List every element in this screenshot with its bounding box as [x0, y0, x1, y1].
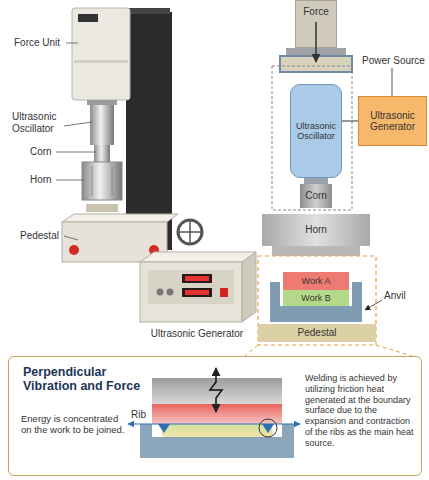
- part-label: Power Source: [358, 55, 429, 67]
- handwheel: [178, 220, 202, 244]
- part-label: Corn: [30, 146, 70, 158]
- rib-triangle: [262, 424, 274, 433]
- force-column: Force: [295, 0, 337, 48]
- horn-tip: [152, 378, 282, 404]
- generator-panel: [148, 270, 234, 304]
- clamp-bracket: [280, 56, 352, 72]
- rib-triangle: [158, 424, 170, 433]
- node-text: Work B: [301, 293, 330, 303]
- display-window: [182, 274, 212, 283]
- zoom-line: [376, 345, 412, 356]
- brand-badge: [78, 14, 98, 22]
- panel-knob: [157, 289, 164, 296]
- part-label: Horn: [30, 174, 70, 186]
- work-a-block: Work A: [283, 272, 349, 290]
- horn-slot: [112, 166, 113, 196]
- display-window: [182, 288, 212, 297]
- horn-part: [82, 162, 122, 200]
- detail-panel: Perpendicular Vibration and ForceEnergy …: [8, 356, 422, 476]
- leader-line: [64, 122, 92, 126]
- leader-line: [66, 43, 78, 44]
- vibration-line: [128, 423, 300, 424]
- leader-arrow: [365, 300, 382, 310]
- horn-slot: [92, 166, 93, 196]
- zoom-line: [245, 345, 258, 356]
- start-button: [69, 245, 79, 255]
- node-text: Ultrasonic Generator: [359, 110, 426, 132]
- oscillator-enclosure: [272, 66, 352, 210]
- work-b-piece: [162, 424, 272, 437]
- detail-frame: [258, 256, 376, 345]
- column-cap: [128, 8, 170, 14]
- leader-line: [64, 236, 78, 240]
- oscillator-body: Ultrasonic Oscillator: [290, 84, 342, 178]
- display-digits: [185, 290, 209, 295]
- anvil-piece: [140, 424, 294, 458]
- node-text: Horn: [305, 224, 327, 235]
- part-label: Pedestal: [20, 230, 70, 242]
- panel-knob: [167, 289, 174, 296]
- note-text: Energy is concentrated on the work to be…: [21, 413, 126, 436]
- work-b-block: Work B: [283, 290, 349, 306]
- part-label: Ultrasonic Oscillator: [12, 111, 72, 134]
- force-plate: [286, 48, 346, 56]
- node-text: Force: [303, 6, 329, 17]
- handwheel-spoke: [189, 220, 191, 244]
- part-label: Force Unit: [14, 37, 76, 49]
- leader-line: [56, 152, 96, 153]
- oscillator-collar: [87, 100, 117, 105]
- vibration-arrow: [210, 368, 222, 412]
- horn-lip: [272, 246, 360, 256]
- pedestal-top: [62, 214, 178, 222]
- leader-line: [56, 180, 84, 181]
- part-label: Anvil: [384, 290, 428, 302]
- rib-label: Rib: [131, 409, 155, 420]
- node-text: Work A: [302, 276, 331, 286]
- power-switch: [220, 288, 228, 297]
- generator-top: [140, 252, 256, 262]
- connector-line: [342, 120, 358, 121]
- force-unit-housing: [72, 8, 130, 100]
- node-text: Corn: [305, 190, 327, 201]
- power-line: [392, 68, 393, 96]
- horn-block: Horn: [262, 214, 370, 246]
- node-text: Pedestal: [298, 327, 337, 338]
- housing-seam: [74, 60, 128, 63]
- work-fixture: [86, 204, 118, 212]
- corn-block: Corn: [300, 184, 332, 208]
- oscillator-cylinder: [90, 105, 114, 145]
- generator-box: Ultrasonic Generator: [358, 96, 427, 146]
- corn-part: [94, 145, 110, 162]
- display-digits: [185, 276, 209, 281]
- generator-front: [140, 262, 242, 322]
- panel-heading: Perpendicular Vibration and Force: [23, 365, 153, 394]
- note-text: Welding is achieved by utilizing frictio…: [305, 373, 417, 449]
- pedestal-block: Pedestal: [258, 324, 376, 342]
- generator-side: [242, 252, 256, 322]
- focus-circle: [259, 419, 277, 437]
- part-label: Ultrasonic Generator: [132, 328, 262, 340]
- node-text: Ultrasonic Oscillator: [291, 121, 341, 141]
